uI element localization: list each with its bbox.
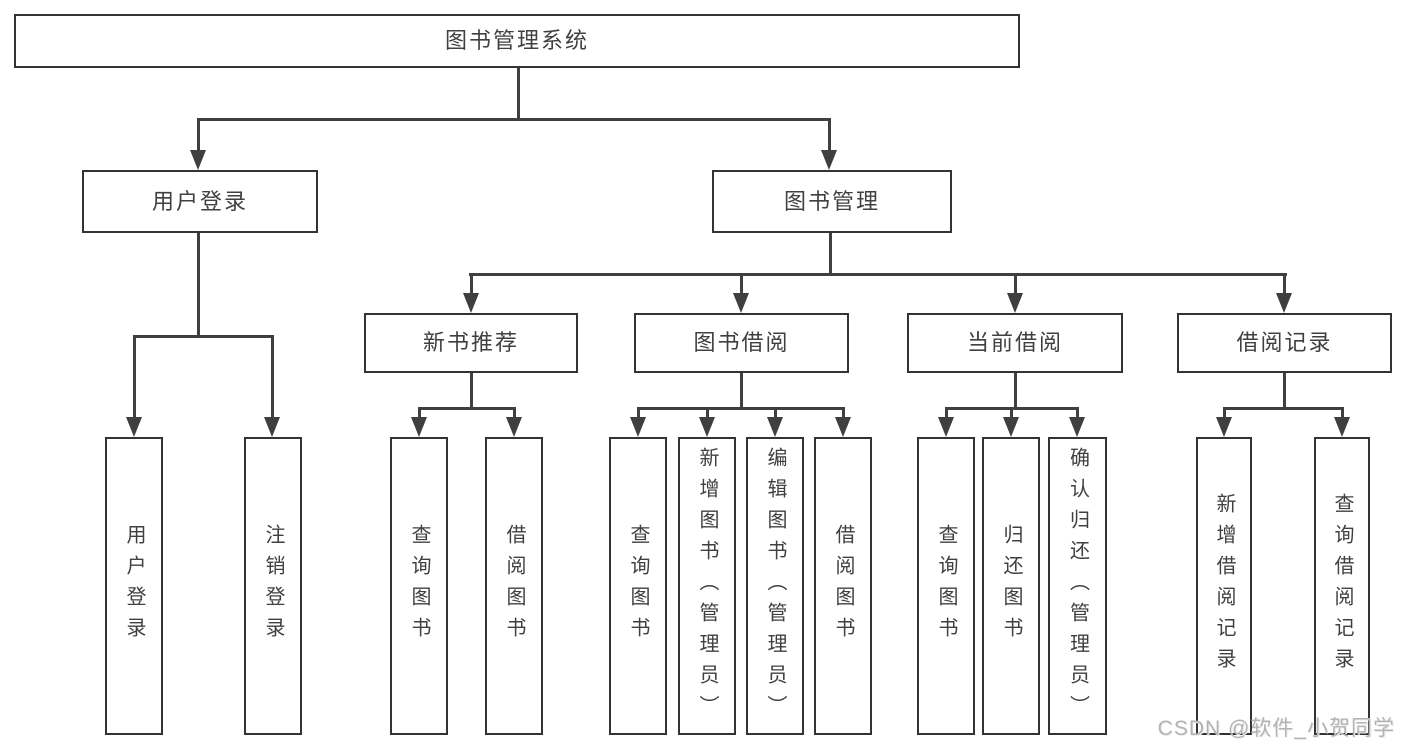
leaf-borrowing-query-books-label: 查询图书 (627, 524, 649, 648)
arrowhead-icon (1216, 417, 1232, 437)
connector-line (1014, 373, 1017, 409)
connector-line (517, 68, 520, 120)
leaf-current-query-books: 查询图书 (917, 437, 975, 735)
connector-line (774, 407, 777, 418)
arrowhead-icon (938, 417, 954, 437)
leaf-current-confirm-return-admin-label: 确认归还（管理员） (1066, 446, 1089, 726)
node-root: 图书管理系统 (14, 14, 1020, 68)
leaf-recommend-borrow-books-label: 借阅图书 (503, 524, 525, 648)
arrowhead-icon (411, 417, 427, 437)
arrowhead-icon (835, 417, 851, 437)
connector-line (197, 233, 200, 337)
connector-line (1014, 273, 1017, 294)
node-book-borrowing: 图书借阅 (634, 313, 849, 373)
connector-line (1076, 407, 1079, 418)
leaf-user-login-label: 用户登录 (123, 524, 145, 648)
arrowhead-icon (630, 417, 646, 437)
connector-line (706, 407, 709, 418)
connector-line (133, 335, 136, 418)
node-current-borrowing: 当前借阅 (907, 313, 1123, 373)
leaf-recommend-query-books: 查询图书 (390, 437, 448, 735)
leaf-recommend-borrow-books: 借阅图书 (485, 437, 543, 735)
node-borrow-records: 借阅记录 (1177, 313, 1392, 373)
leaf-current-return-books-label: 归还图书 (1000, 524, 1022, 648)
connector-line (513, 407, 516, 418)
connector-line (1223, 407, 1226, 418)
node-new-book-recommend: 新书推荐 (364, 313, 578, 373)
leaf-user-login: 用户登录 (105, 437, 163, 735)
csdn-watermark: CSDN @软件_小贺同学 (1157, 717, 1395, 740)
leaf-recommend-query-books-label: 查询图书 (408, 524, 430, 648)
arrowhead-icon (733, 293, 749, 313)
arrowhead-icon (1276, 293, 1292, 313)
arrowhead-icon (821, 150, 837, 170)
connector-line (1341, 407, 1344, 418)
node-new-book-recommend-label: 新书推荐 (422, 330, 519, 355)
node-root-label: 图书管理系统 (444, 28, 589, 53)
connector-line (637, 407, 640, 418)
connector-line (418, 407, 421, 418)
arrowhead-icon (463, 293, 479, 313)
leaf-records-query-record-label: 查询借阅记录 (1331, 493, 1353, 679)
arrowhead-icon (1003, 417, 1019, 437)
node-current-borrowing-label: 当前借阅 (966, 330, 1063, 355)
node-borrow-records-label: 借阅记录 (1236, 330, 1333, 355)
connector-line (470, 373, 473, 409)
node-user-login: 用户登录 (82, 170, 318, 233)
arrowhead-icon (1069, 417, 1085, 437)
connector-line (197, 118, 200, 151)
arrowhead-icon (190, 150, 206, 170)
leaf-records-add-record-label: 新增借阅记录 (1213, 493, 1235, 679)
arrowhead-icon (1007, 293, 1023, 313)
leaf-borrowing-edit-books-admin: 编辑图书（管理员） (746, 437, 804, 735)
leaf-borrowing-borrow-books-label: 借阅图书 (832, 524, 854, 648)
arrowhead-icon (1334, 417, 1350, 437)
node-book-management: 图书管理 (712, 170, 952, 233)
leaf-borrowing-borrow-books: 借阅图书 (814, 437, 872, 735)
connector-line (133, 335, 274, 338)
connector-line (1223, 407, 1343, 410)
leaf-logout: 注销登录 (244, 437, 302, 735)
connector-line (637, 407, 844, 410)
arrowhead-icon (699, 417, 715, 437)
connector-line (828, 118, 831, 151)
connector-line (418, 407, 515, 410)
arrowhead-icon (767, 417, 783, 437)
connector-line (829, 233, 832, 275)
connector-line (740, 273, 743, 294)
leaf-borrowing-add-books-admin-label: 新增图书（管理员） (696, 446, 718, 726)
leaf-current-confirm-return-admin: 确认归还（管理员） (1048, 437, 1107, 735)
node-book-management-label: 图书管理 (783, 188, 880, 214)
leaf-records-add-record: 新增借阅记录 (1196, 437, 1252, 735)
arrowhead-icon (506, 417, 522, 437)
leaf-records-query-record: 查询借阅记录 (1314, 437, 1370, 735)
connector-line (1283, 273, 1286, 294)
connector-line (1010, 407, 1013, 418)
connector-line (470, 273, 473, 294)
connector-line (945, 407, 948, 418)
arrowhead-icon (126, 417, 142, 437)
connector-line (1283, 373, 1286, 409)
node-user-login-label: 用户登录 (151, 188, 248, 214)
leaf-borrowing-add-books-admin: 新增图书（管理员） (678, 437, 736, 735)
connector-line (842, 407, 845, 418)
leaf-logout-label: 注销登录 (262, 524, 284, 648)
leaf-borrowing-query-books: 查询图书 (609, 437, 667, 735)
connector-line (271, 335, 274, 418)
connector-line (197, 118, 831, 121)
connector-line (740, 373, 743, 409)
connector-line (469, 273, 1287, 276)
leaf-borrowing-edit-books-admin-label: 编辑图书（管理员） (764, 446, 786, 726)
leaf-current-return-books: 归还图书 (982, 437, 1040, 735)
arrowhead-icon (264, 417, 280, 437)
leaf-current-query-books-label: 查询图书 (935, 524, 957, 648)
node-book-borrowing-label: 图书借阅 (693, 330, 790, 355)
